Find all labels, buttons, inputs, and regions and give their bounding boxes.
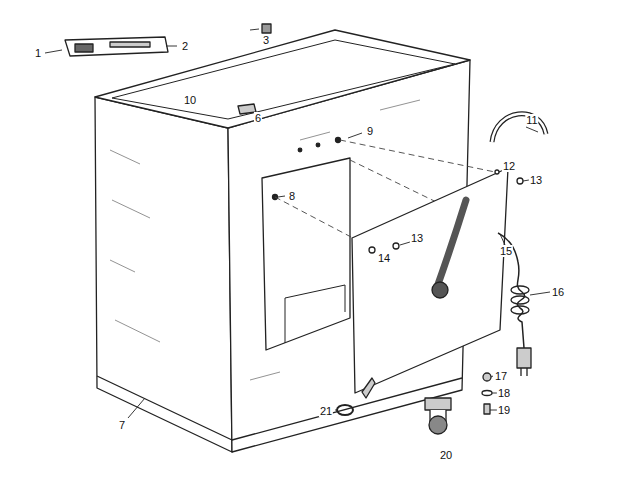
callout-number: 20	[439, 449, 453, 461]
callout-number: 8	[288, 190, 296, 202]
callout-number: 9	[366, 125, 374, 137]
callout-number: 13	[410, 232, 424, 244]
callout-number: 11	[525, 114, 538, 126]
callout-number: 15	[499, 245, 513, 257]
callout-number: 7	[118, 419, 126, 431]
callout-number: 14	[377, 252, 391, 264]
side-opening	[262, 158, 350, 350]
callout-number: 10	[183, 94, 197, 106]
callout-number: 21	[319, 405, 333, 417]
callout-number: 16	[551, 286, 565, 298]
callout-number: 6	[254, 112, 262, 124]
callout-number: 1	[34, 47, 42, 59]
left-face	[95, 97, 232, 452]
callout-number: 2	[181, 40, 189, 52]
callout-number: 17	[494, 370, 508, 382]
callout-number: 13	[529, 174, 543, 186]
access-panel	[352, 168, 508, 393]
base-line	[97, 376, 462, 440]
callout-number: 12	[502, 160, 516, 172]
bracket	[65, 37, 168, 56]
callout-number: 3	[262, 34, 270, 46]
callout-number: 19	[497, 404, 511, 416]
callout-number: 18	[497, 387, 511, 399]
